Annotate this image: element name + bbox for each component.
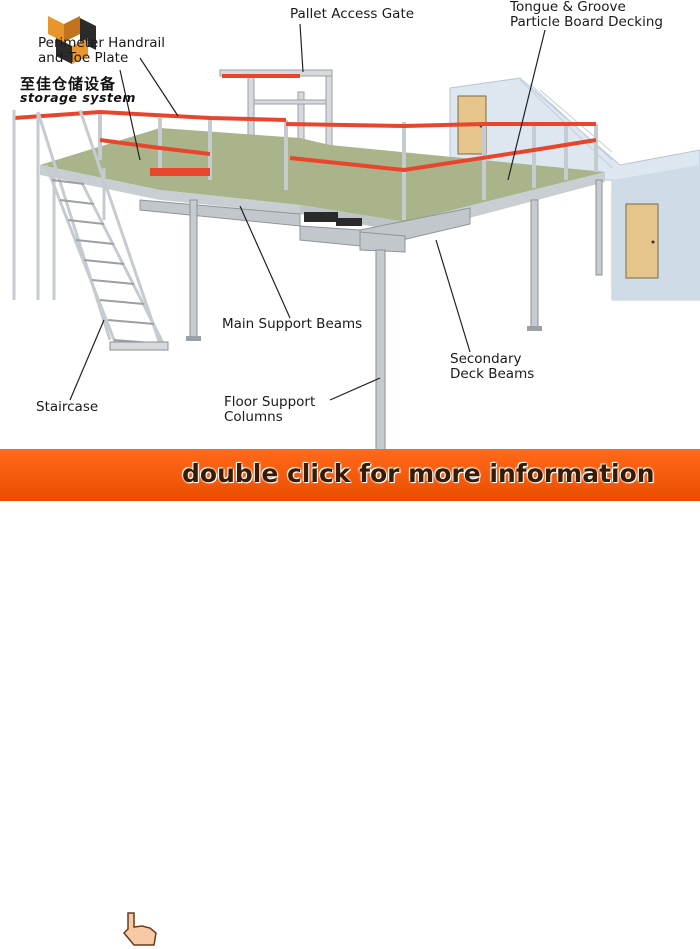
floor-support-columns [189, 179, 603, 451]
hand-pointer-icon [118, 903, 157, 946]
info-banner[interactable]: double click for more information [0, 449, 700, 946]
label-handrail-line1: Perimeter Handrail [38, 35, 166, 51]
company-logo [48, 16, 96, 64]
lower-door [625, 203, 659, 279]
label-decking-line1: Tongue & Groove [510, 0, 626, 15]
main-support-beams [139, 199, 471, 253]
perimeter-handrail [13, 109, 597, 173]
banner-text[interactable]: double click for more information [182, 459, 655, 488]
beam-end [336, 218, 362, 226]
label-secondary-line1: Secondary [450, 351, 522, 367]
logo-name-cn: 至佳仓储设备 [20, 75, 117, 93]
staircase-structure [12, 109, 166, 351]
beam-end [304, 212, 338, 222]
label-columns-line2: Columns [224, 409, 283, 425]
toe-plate [150, 168, 210, 176]
label-main-beams: Main Support Beams [222, 316, 363, 332]
label-pallet-gate: Pallet Access Gate [290, 6, 415, 22]
label-columns-line1: Floor Support [224, 394, 316, 410]
mezzanine-diagram [12, 23, 700, 451]
label-staircase: Staircase [36, 399, 99, 415]
stair-landing [109, 341, 169, 351]
logo-name-en: storage system [20, 90, 136, 105]
label-handrail-line2: and Toe Plate [38, 50, 129, 66]
handrail-posts [98, 112, 598, 220]
label-decking-line2: Particle Board Decking [510, 14, 663, 30]
leader-lines [69, 23, 546, 401]
column-base [527, 326, 542, 331]
label-secondary-line2: Deck Beams [450, 366, 535, 382]
column-base [186, 336, 201, 341]
